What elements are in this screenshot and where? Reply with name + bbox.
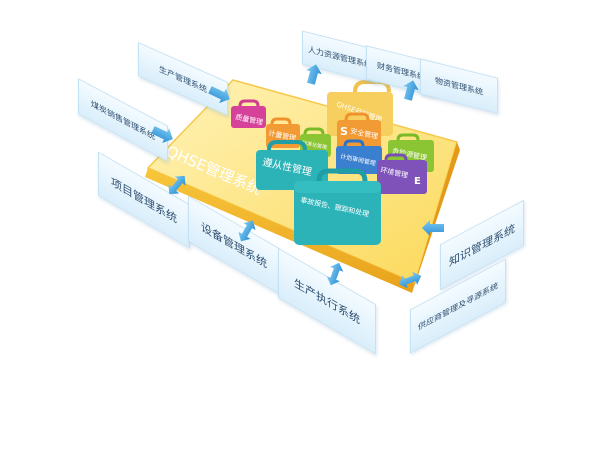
bag-incident: 事故报告、跟踪和处理	[294, 168, 381, 245]
bag-safety-letter: S	[340, 125, 348, 138]
arrow-project	[168, 175, 186, 195]
bag-plan-review: 计划审阅管理	[336, 139, 382, 174]
bag-environment: 环境管理 E	[377, 153, 427, 194]
arrow-coal-sales	[151, 126, 173, 143]
arrow-knowledge	[422, 220, 444, 236]
arrow-materials	[403, 80, 419, 101]
arrow-equipment	[238, 220, 256, 242]
bag-environment-letter: E	[414, 176, 421, 187]
arrow-hr	[306, 64, 322, 85]
bag-compliance: 遵从性管理	[256, 140, 328, 190]
arrow-production-mgmt	[208, 86, 230, 103]
bag-quality: 质量管理	[231, 99, 266, 128]
arrow-mes	[326, 262, 344, 286]
arrow-supplier	[398, 271, 422, 289]
